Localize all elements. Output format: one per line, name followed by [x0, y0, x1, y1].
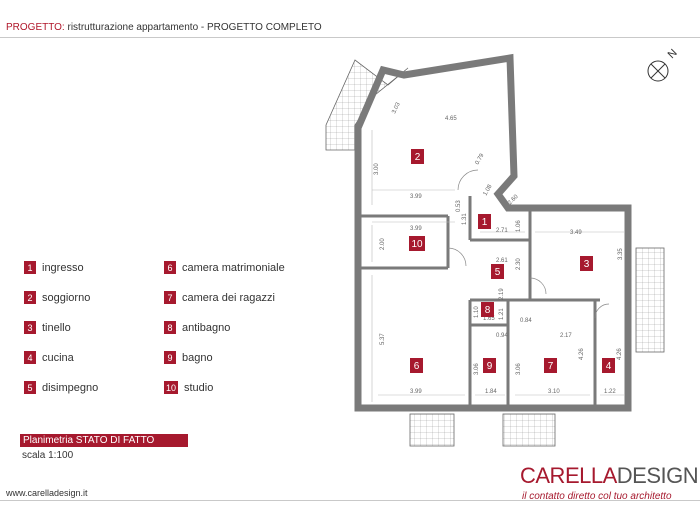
svg-text:1.84: 1.84 — [485, 389, 497, 395]
svg-text:8: 8 — [485, 305, 491, 316]
svg-text:2.30: 2.30 — [516, 258, 522, 270]
svg-text:3.49: 3.49 — [570, 230, 582, 236]
svg-text:1.65: 1.65 — [483, 316, 495, 322]
svg-text:1: 1 — [482, 217, 488, 228]
svg-text:1.22: 1.22 — [604, 389, 616, 395]
svg-text:0.79: 0.79 — [475, 152, 486, 166]
svg-text:1.31: 1.31 — [462, 213, 468, 225]
svg-text:4.26: 4.26 — [579, 348, 585, 360]
svg-text:0.94: 0.94 — [496, 333, 508, 339]
svg-text:3.99: 3.99 — [410, 194, 422, 200]
svg-text:3: 3 — [584, 259, 590, 270]
svg-text:2.17: 2.17 — [560, 333, 572, 339]
svg-text:2.71: 2.71 — [496, 228, 508, 234]
website-link[interactable]: www.carelladesign.it — [6, 488, 88, 498]
svg-text:0.84: 0.84 — [520, 318, 532, 324]
brand-logo: CARELLADESIGN — [520, 463, 699, 488]
plan-title: Planimetria STATO DI FATTO — [20, 434, 188, 447]
svg-text:5: 5 — [495, 267, 501, 278]
svg-text:3.00: 3.00 — [374, 163, 380, 175]
svg-text:2.60: 2.60 — [507, 193, 520, 206]
svg-text:1.21: 1.21 — [499, 308, 505, 320]
svg-text:7: 7 — [548, 361, 554, 372]
svg-text:3.10: 3.10 — [548, 389, 560, 395]
project-label: PROGETTO: — [6, 22, 65, 33]
svg-text:4.26: 4.26 — [617, 348, 623, 360]
svg-text:2.61: 2.61 — [496, 258, 508, 264]
svg-text:9: 9 — [487, 361, 493, 372]
svg-text:2.19: 2.19 — [499, 288, 505, 300]
svg-text:5.37: 5.37 — [380, 333, 386, 345]
svg-text:3.03: 3.03 — [391, 101, 402, 115]
svg-text:3.99: 3.99 — [410, 226, 422, 232]
svg-text:4.65: 4.65 — [445, 116, 457, 122]
svg-text:3.06: 3.06 — [516, 363, 522, 375]
svg-text:2.00: 2.00 — [380, 238, 386, 250]
svg-text:1.08: 1.08 — [483, 183, 494, 197]
svg-text:1.06: 1.06 — [516, 220, 522, 232]
svg-text:4: 4 — [606, 361, 612, 372]
brand-tagline: il contatto diretto col tuo architetto — [522, 491, 672, 502]
room-badges: 2 1 3 4 5 6 7 8 9 10 — [409, 149, 615, 373]
footer-divider — [0, 500, 700, 501]
svg-text:2: 2 — [415, 152, 421, 163]
plan-scale: scala 1:100 — [22, 450, 74, 461]
svg-text:0.53: 0.53 — [456, 200, 462, 212]
project-name: ristrutturazione appartamento - PROGETTO… — [67, 22, 322, 33]
svg-text:3.35: 3.35 — [618, 248, 624, 260]
compass-icon: N — [647, 47, 680, 82]
svg-text:10: 10 — [411, 239, 423, 250]
project-header: PROGETTO: ristrutturazione appartamento … — [6, 22, 322, 33]
svg-text:6: 6 — [414, 361, 420, 372]
svg-text:3.99: 3.99 — [410, 389, 422, 395]
svg-text:3.06: 3.06 — [474, 363, 480, 375]
header-divider — [0, 37, 700, 38]
svg-text:1.10: 1.10 — [474, 306, 480, 318]
